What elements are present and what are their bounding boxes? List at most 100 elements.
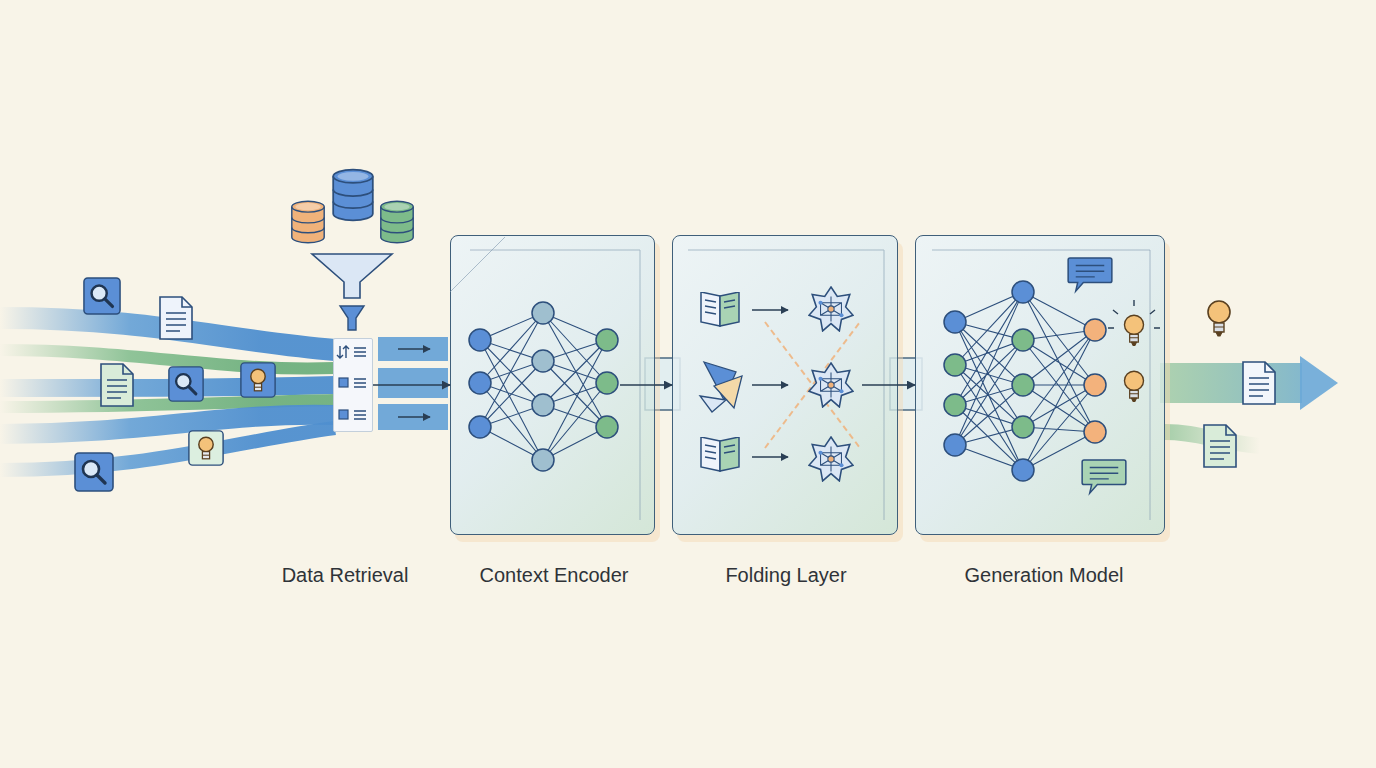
folding-content bbox=[700, 287, 898, 481]
output-band bbox=[1165, 432, 1260, 446]
process-box: Folding Layer bbox=[672, 235, 898, 535]
neuron bbox=[944, 434, 966, 456]
data-stream bbox=[0, 400, 335, 407]
lead-line bbox=[620, 384, 655, 386]
bar-arrows bbox=[398, 349, 430, 417]
data-stream bbox=[0, 385, 335, 388]
neuron bbox=[1012, 416, 1034, 438]
database-icon bbox=[333, 170, 373, 221]
lightbulb bbox=[1124, 315, 1143, 345]
neuron bbox=[944, 354, 966, 376]
folded-shape bbox=[714, 376, 742, 408]
depth-line bbox=[932, 250, 1150, 520]
filter-funnel bbox=[312, 254, 392, 298]
output-band bbox=[1160, 363, 1302, 403]
list-icons bbox=[337, 346, 366, 419]
neuron bbox=[469, 329, 491, 351]
neuron bbox=[1012, 329, 1034, 351]
network-links bbox=[955, 292, 1095, 470]
folded-shape bbox=[704, 362, 736, 400]
filter-funnel bbox=[340, 306, 364, 330]
fold-arrow bbox=[752, 309, 788, 311]
data-stream bbox=[0, 415, 335, 434]
crystal-icon bbox=[809, 437, 853, 481]
neuron bbox=[1084, 421, 1106, 443]
document-icon bbox=[160, 297, 192, 339]
neuron bbox=[596, 329, 618, 351]
list-lines bbox=[354, 348, 366, 356]
neuron bbox=[1012, 281, 1034, 303]
database-group bbox=[292, 170, 413, 330]
book-icon bbox=[701, 437, 739, 471]
flow-arrow bbox=[655, 384, 672, 386]
list-marker bbox=[339, 378, 348, 387]
flow-arrow-decor bbox=[398, 348, 430, 350]
search-icon bbox=[75, 453, 113, 491]
process-box: Context Encoder bbox=[450, 235, 655, 535]
neuron bbox=[596, 416, 618, 438]
output-stream bbox=[1160, 356, 1338, 446]
flow-arrow bbox=[898, 384, 915, 386]
fold-arrow bbox=[752, 456, 788, 458]
bulb-rays bbox=[1108, 300, 1160, 328]
document-icon bbox=[101, 364, 133, 406]
data-stream bbox=[0, 318, 335, 350]
node-label: Data Retrieval bbox=[282, 564, 409, 587]
neuron bbox=[469, 372, 491, 394]
node-label: Folding Layer bbox=[725, 564, 846, 587]
lightbulb bbox=[1208, 301, 1230, 336]
data-stream bbox=[0, 350, 335, 368]
neuron bbox=[532, 449, 554, 471]
source-icons bbox=[75, 278, 275, 491]
fold-arrow bbox=[752, 384, 788, 386]
list-lines bbox=[354, 379, 366, 387]
speech-bubble bbox=[1068, 258, 1112, 291]
flow-arrow-decor bbox=[398, 416, 430, 418]
box-depth bbox=[450, 237, 1150, 520]
neuron bbox=[1084, 374, 1106, 396]
depth-line bbox=[688, 250, 884, 520]
folded-shape bbox=[700, 396, 726, 412]
retrieval-bar bbox=[378, 368, 448, 398]
crystal-icon bbox=[809, 363, 853, 407]
idea-icon bbox=[189, 431, 223, 465]
book-icon bbox=[701, 292, 739, 326]
document-icon bbox=[1243, 362, 1275, 404]
sort-icon bbox=[337, 346, 349, 358]
neuron bbox=[944, 311, 966, 333]
flow-arrow bbox=[373, 384, 450, 386]
crystal-icon bbox=[809, 287, 853, 331]
neuron bbox=[1012, 374, 1034, 396]
encoder-network bbox=[469, 302, 655, 471]
lightbulb bbox=[1124, 371, 1143, 401]
speech-bubble bbox=[1082, 460, 1126, 493]
neuron bbox=[469, 416, 491, 438]
network-links bbox=[480, 313, 607, 460]
neuron bbox=[1084, 319, 1106, 341]
neuron bbox=[532, 350, 554, 372]
search-icon bbox=[84, 278, 120, 314]
depth-line bbox=[450, 237, 640, 520]
idea-icon bbox=[241, 363, 275, 397]
neuron bbox=[1012, 459, 1034, 481]
data-stream bbox=[0, 428, 335, 470]
neuron bbox=[944, 394, 966, 416]
database-icon bbox=[381, 201, 413, 242]
retrieval-list: Data Retrieval bbox=[333, 338, 373, 432]
generation-network bbox=[944, 258, 1160, 493]
retrieval-bars bbox=[378, 337, 448, 430]
neuron bbox=[532, 394, 554, 416]
list-lines bbox=[354, 411, 366, 419]
node-label: Context Encoder bbox=[480, 564, 629, 587]
retrieval-bar bbox=[378, 404, 448, 430]
search-icon bbox=[169, 367, 203, 401]
input-streams bbox=[0, 318, 335, 470]
list-marker bbox=[339, 410, 348, 419]
database-icon bbox=[292, 201, 324, 242]
output-arrowhead bbox=[1300, 356, 1338, 410]
process-box: Generation Model bbox=[915, 235, 1165, 535]
neuron bbox=[532, 302, 554, 324]
fold-link bbox=[765, 322, 860, 448]
